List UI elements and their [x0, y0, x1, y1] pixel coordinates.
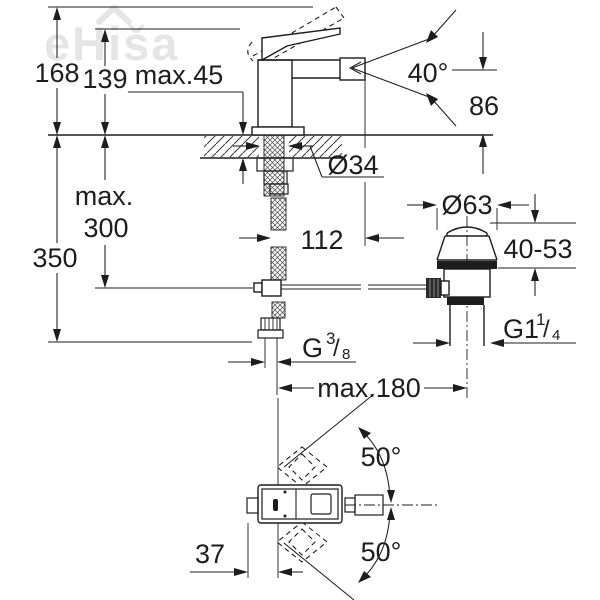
- plan-rear-nub: [246, 497, 259, 514]
- handle-raised-dashed: [247, 6, 345, 63]
- dimension-g38: G 3 / 8: [228, 329, 356, 368]
- watermark-text: eHiša: [44, 17, 179, 70]
- dim-139-label: 139: [82, 64, 127, 94]
- dim-112-label: 112: [300, 225, 343, 255]
- dim-g38-slash: /: [333, 335, 340, 362]
- pop-up-rod: [253, 279, 427, 297]
- dim-dia63-label: Ø63: [441, 190, 492, 220]
- faucet-side-view: [247, 6, 427, 339]
- handle-swing-position-bottom: [276, 521, 328, 563]
- faucet-plan-view: [246, 398, 437, 578]
- dimension-dia63: Ø63: [407, 190, 529, 230]
- dimension-37: 37: [190, 523, 303, 578]
- watermark: eHiša: [44, 5, 179, 70]
- dimension-dia34: Ø34: [233, 142, 384, 180]
- dim-86-label: 86: [469, 91, 499, 121]
- dim-40deg-label: 40°: [408, 58, 449, 88]
- flow-chevron: [348, 61, 362, 75]
- dimension-40deg: 40°: [351, 9, 457, 127]
- waste-flare-left: [436, 235, 446, 261]
- dim-max300-word: max.: [75, 181, 134, 211]
- plan-body: [257, 484, 343, 524]
- dim-g38-sub: 8: [342, 346, 350, 363]
- house-roof-icon: [96, 5, 132, 25]
- hose-end-fitting: [257, 317, 284, 339]
- dim-50deg-bottom-label: 50°: [361, 537, 402, 567]
- dim-g114-slash: /: [543, 316, 550, 343]
- faucet-body: [257, 59, 293, 128]
- dimension-max180: max.180: [276, 368, 467, 403]
- dimension-139: 139: [82, 28, 240, 135]
- dim-dia34-label: Ø34: [327, 150, 378, 180]
- threaded-shank: [263, 134, 285, 197]
- base-flange: [251, 126, 305, 136]
- dim-g38-sup: 3: [326, 329, 335, 348]
- dimension-max45: max.45: [128, 60, 247, 184]
- plan-handle-pin: [273, 499, 278, 511]
- deck-hatch-right: [289, 136, 342, 157]
- plan-body-inner: [261, 488, 339, 520]
- dim-g38-prefix: G: [302, 333, 323, 363]
- waste-flare-right: [488, 235, 498, 261]
- dimension-86: 86: [452, 32, 499, 174]
- dimension-4053: 40-53: [490, 194, 576, 296]
- pop-up-waste-drain: [426, 216, 498, 398]
- dim-g114-sub: 4: [552, 327, 560, 344]
- dim-4053-label: 40-53: [503, 234, 572, 264]
- dimension-112: 112: [239, 80, 404, 255]
- dim-g114-prefix: G1: [503, 314, 539, 344]
- dimension-50deg-bottom: 50°: [283, 507, 402, 600]
- dim-g114-sup: 1: [536, 310, 545, 329]
- dimension-168: 168: [34, 6, 313, 135]
- rod-link: [440, 280, 450, 296]
- dim-37-label: 37: [195, 539, 225, 569]
- waste-cap-dome: [446, 226, 488, 234]
- dim-50deg-top-label: 50°: [361, 442, 402, 472]
- waste-lower-band: [447, 297, 484, 305]
- waste-body: [443, 268, 491, 298]
- lever-handle: [261, 27, 341, 62]
- flexible-hoses: [270, 197, 287, 319]
- deck-hatch-left: [204, 136, 259, 157]
- mounting-hardware: [256, 157, 294, 195]
- dimension-350: 350: [32, 135, 252, 343]
- dim-350-label: 350: [32, 243, 77, 273]
- dim-max300-label: 300: [83, 213, 128, 243]
- dimension-max300: max. 300: [75, 135, 253, 289]
- dim-max45-label: max.45: [135, 60, 224, 90]
- waste-seal-ring: [437, 261, 497, 269]
- dim-168-label: 168: [34, 58, 79, 88]
- plan-cartridge-square: [310, 493, 332, 515]
- dimension-g114: G1 1 / 4: [413, 310, 576, 347]
- dimension-50deg-top: 50°: [283, 393, 402, 503]
